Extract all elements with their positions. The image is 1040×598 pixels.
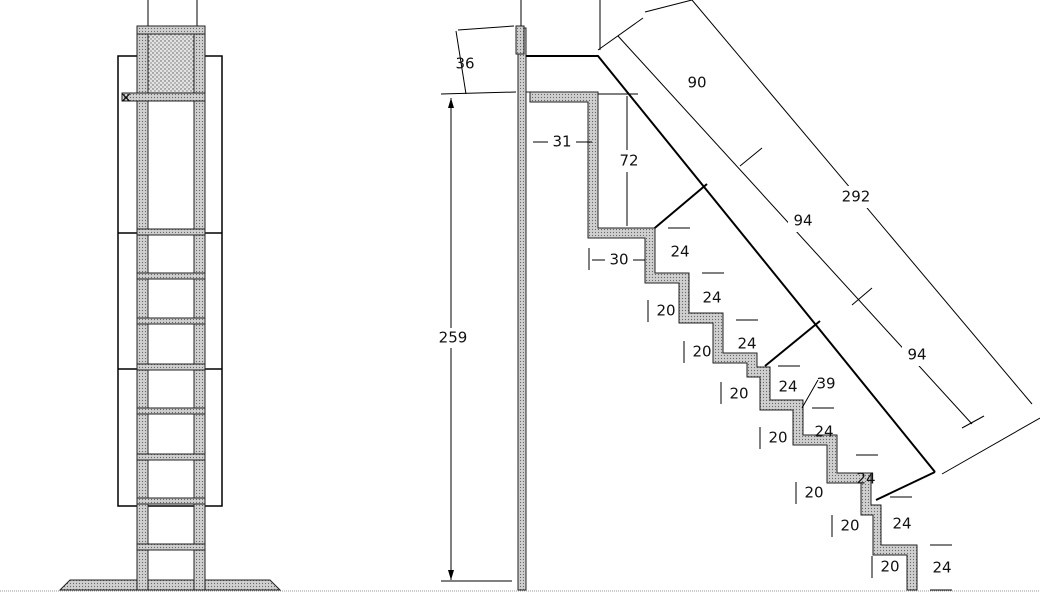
rung: [136, 317, 206, 325]
rail-stanchion: [875, 471, 936, 501]
stair-stringer: [526, 91, 918, 591]
side-view: 36 259 31 72 30 24 24 24 24: [438, 0, 1040, 591]
dim-upper-tread: 30: [609, 251, 628, 269]
rung: [136, 543, 206, 551]
dim-landing-depth: 31: [552, 133, 571, 151]
rung: [136, 453, 206, 461]
dim-riser: 24: [737, 335, 756, 353]
side-post: [517, 27, 527, 591]
rung: [136, 228, 206, 236]
rung: [136, 363, 206, 371]
top-landing-bar: [121, 92, 206, 102]
dim-rail-total: 292: [842, 188, 871, 206]
dim-first-rise: 72: [619, 152, 638, 170]
dim-tread: 20: [729, 385, 748, 403]
dim-rail-segment-3: 94: [907, 346, 926, 364]
rungs: [136, 228, 206, 551]
dim-top-height: 36: [455, 55, 474, 73]
rung: [136, 272, 206, 280]
top-landing-tread: [136, 25, 206, 35]
dim-rail-segment-2: 94: [793, 212, 812, 230]
top-landing-fill: [147, 33, 195, 94]
dim-tread: 20: [880, 558, 899, 576]
dim-rail-segment-1: 90: [687, 74, 706, 92]
stringer-right: [193, 25, 206, 591]
dim-tread: 20: [768, 429, 787, 447]
base-plate: [58, 579, 282, 591]
dim-riser: 24: [814, 423, 833, 441]
dim-riser: 24: [892, 515, 911, 533]
rail-dimensions: 90 94 94 292: [597, 0, 1040, 475]
tread-dims: 20 20 20 20 20 20 20: [647, 300, 900, 578]
riser-dims: 24 24 24 24 24 24 24 24: [668, 227, 952, 591]
dim-post-spacing: 39: [816, 375, 835, 393]
dim-riser: 24: [932, 559, 951, 577]
dim-riser: 24: [856, 470, 875, 488]
stringer-left: [136, 25, 149, 591]
rung: [136, 407, 206, 415]
dim-riser: 24: [778, 378, 797, 396]
dim-tread: 20: [656, 302, 675, 320]
dim-riser: 24: [670, 243, 689, 261]
rail-stanchion: [764, 320, 821, 367]
top-rail: [526, 55, 936, 473]
rail-stanchion: [649, 183, 708, 233]
post-cap: [515, 25, 525, 55]
dim-riser: 24: [702, 289, 721, 307]
side-frame: [117, 55, 223, 507]
cross-marker: ×: [120, 90, 132, 106]
rung: [136, 497, 206, 505]
dim-tread: 20: [804, 484, 823, 502]
dim-tread: 20: [840, 517, 859, 535]
dim-total-height: 259: [439, 329, 468, 347]
dim-tread: 20: [692, 343, 711, 361]
front-view: ×: [58, 0, 282, 591]
